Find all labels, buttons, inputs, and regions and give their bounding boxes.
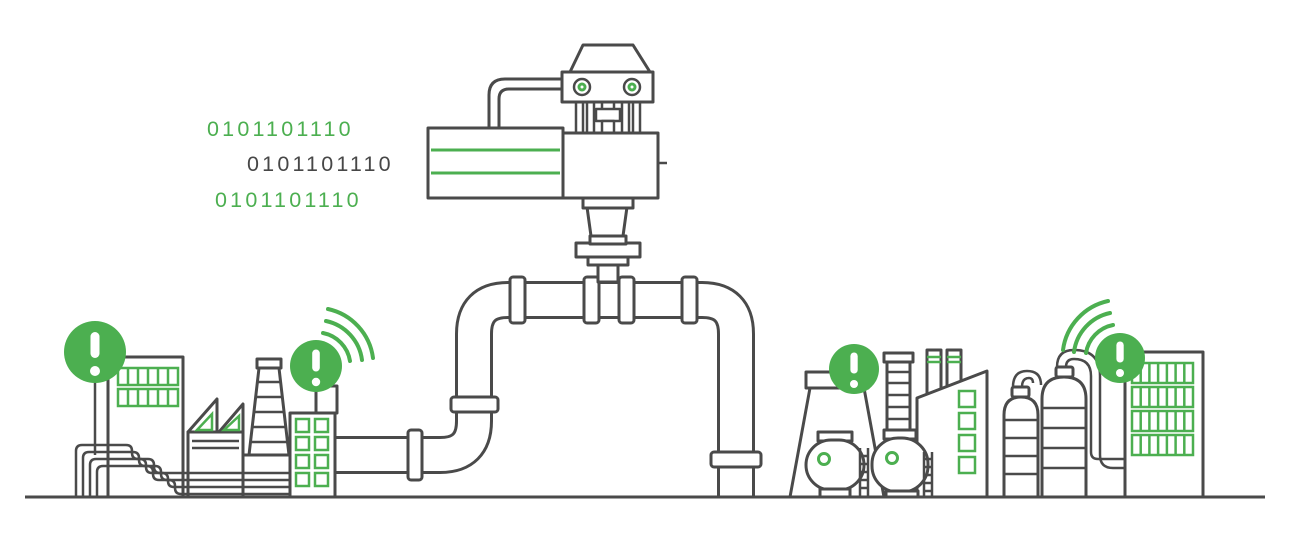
tank-pipe: [1020, 376, 1035, 388]
tank-transfer-pipe: [1064, 357, 1126, 461]
actuator-body: [561, 131, 660, 200]
green-status-light-icon: [622, 77, 642, 97]
exclamation-dot: [1116, 369, 1124, 377]
exclamation-dot: [90, 366, 100, 376]
binary-line-2: 0101101110: [247, 152, 394, 176]
actuator-cap: [568, 43, 652, 74]
main-pipeline: [333, 275, 763, 497]
access-ladders: [858, 448, 934, 496]
wifi-signal-icon: [1061, 299, 1115, 355]
alert-icon: [1095, 333, 1145, 383]
plant-office-building: [288, 384, 339, 499]
pipe-flange: [617, 275, 636, 325]
green-status-light-icon: [572, 77, 592, 97]
alert-icon: [829, 344, 879, 394]
binary-line-3: 0101101110: [215, 188, 362, 212]
binary-data-stream: 0101101110 0101101110 0101101110: [207, 117, 394, 212]
roof-window-green: [220, 413, 241, 432]
exclamation-bar: [312, 349, 320, 372]
exclamation-bar: [1116, 341, 1124, 363]
sawtooth-factory: [186, 397, 245, 499]
feeder-pipe-bundle: [74, 443, 290, 497]
binary-line-1: 0101101110: [207, 117, 354, 141]
pipe-flange: [406, 428, 424, 482]
exclamation-dot: [850, 380, 858, 388]
office-tower-building: [1123, 350, 1205, 499]
gauge-light: [817, 452, 831, 466]
warehouse-window-strips: [116, 366, 180, 408]
boiler-vessel-right: [870, 351, 930, 499]
storage-tank-large: [1040, 348, 1126, 499]
alert-icon: [64, 321, 126, 383]
alert-icon: [290, 340, 342, 392]
actuator-yoke: [574, 98, 642, 137]
valve-actuator: [426, 43, 667, 200]
pipe-flange: [709, 450, 763, 469]
exclamation-bar: [90, 332, 100, 358]
controller-box: [426, 126, 565, 200]
pipe-flange: [508, 275, 527, 325]
wifi-signal-icon: [321, 307, 375, 363]
storage-tank-small: [1002, 369, 1043, 499]
smokestack-chimney: [241, 357, 292, 499]
tank-pipe: [1011, 369, 1043, 388]
conduit-pipe: [487, 77, 563, 128]
exclamation-bar: [850, 352, 858, 374]
tank-cap: [1054, 365, 1075, 379]
pipe-flange: [680, 275, 699, 325]
control-valve: [574, 196, 642, 284]
pipe-flange: [449, 395, 500, 414]
tank-cap: [1010, 385, 1031, 399]
processing-complex-right: [788, 348, 1205, 499]
plant-windows-green: [294, 417, 330, 488]
processing-windows-green: [957, 389, 977, 475]
exclamation-dot: [311, 377, 321, 387]
chimney-base: [241, 453, 292, 499]
gauge-light: [885, 451, 899, 465]
conduit-pipe: [497, 87, 563, 128]
roof-window-green: [194, 410, 214, 432]
pipe-flange: [582, 275, 601, 325]
